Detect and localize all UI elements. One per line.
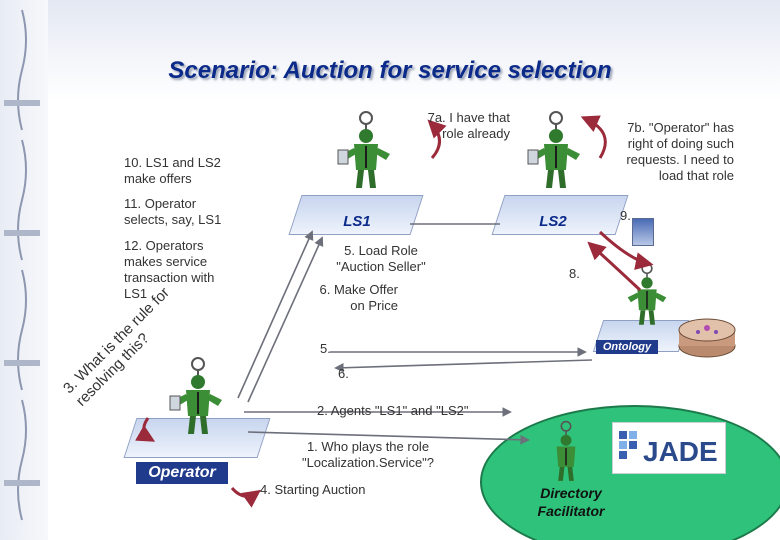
note-1: 1. Who plays the role "Localization.Serv… (301, 439, 435, 470)
arrow-4 (230, 486, 261, 508)
agent-ls1-icon (337, 111, 390, 188)
note-6: 6. (338, 366, 349, 381)
arrow-12 (247, 236, 324, 403)
note-5-load-role: 5. Load Role "Auction Seller" (336, 243, 426, 274)
note-9: 9. (620, 208, 631, 223)
left-decoration-strip (0, 0, 48, 540)
arrow-1 (247, 431, 530, 445)
note-4: 4. Starting Auction (260, 482, 366, 497)
directory-facilitator-label: Directory Facilitator (537, 485, 605, 519)
note-5: 5. (320, 341, 331, 356)
note-12: 12. Operators makes service transaction … (124, 238, 215, 301)
operator-label: Operator (136, 462, 228, 484)
note-10: 10. LS1 and LS2 make offers (124, 155, 221, 186)
note-8: 8. (569, 266, 580, 281)
jade-logo: JADE (612, 422, 726, 474)
note-11: 11. Operator selects, say, LS1 (124, 196, 222, 227)
note-7b: 7b. "Operator" has right of doing such r… (626, 120, 734, 183)
small-box (632, 218, 654, 246)
agent-df-icon (556, 420, 576, 481)
slide-title: Scenario: Auction for service selection (168, 57, 612, 84)
title-band (48, 0, 780, 100)
agent-operator-icon (169, 357, 222, 434)
arrow-9 (598, 230, 654, 270)
agent-ls2-icon (527, 111, 580, 188)
note-7a: 7a. I have that role already (427, 110, 510, 141)
ls1-label: LS1 (343, 213, 371, 230)
arrow-7b (580, 115, 607, 159)
arrow-7a (427, 119, 447, 159)
note-2: 2. Agents "LS1" and "LS2" (317, 403, 469, 418)
arrow-8 (587, 241, 642, 292)
ontology-label: Ontology (596, 340, 658, 354)
left-ornament-icon (4, 9, 40, 521)
ls2-label: LS2 (539, 213, 567, 230)
arrow-6 (334, 359, 593, 373)
arrow-3 (135, 417, 156, 442)
svg-text:JADE: JADE (643, 436, 718, 467)
arrow-11 (237, 230, 314, 399)
jade-logo-icon: JADE (619, 431, 718, 467)
note-6-make-offer: 6. Make Offer on Price (319, 282, 398, 313)
ontology-database-icon (678, 318, 736, 358)
